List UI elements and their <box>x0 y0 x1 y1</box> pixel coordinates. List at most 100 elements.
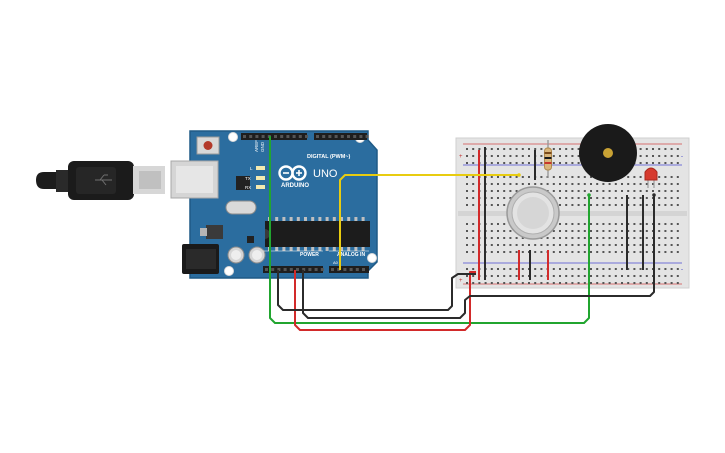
breadboard-hole <box>466 244 468 246</box>
breadboard-hole <box>509 275 512 277</box>
breadboard-hole <box>509 162 512 164</box>
breadboard-hole <box>590 237 592 239</box>
breadboard-hole <box>602 197 605 199</box>
gas-sensor[interactable] <box>506 186 560 240</box>
reset-button-cap[interactable] <box>203 141 213 150</box>
breadboard-hole <box>652 183 654 185</box>
breadboard-hole <box>590 282 592 284</box>
breadboard-hole <box>652 155 654 157</box>
breadboard-hole <box>540 244 543 246</box>
breadboard-hole <box>645 268 648 270</box>
breadboard-hole <box>583 183 586 185</box>
breadboard-hole <box>472 197 475 199</box>
usb-b-socket-inner <box>176 166 213 193</box>
wire-yellow[interactable] <box>339 174 519 270</box>
breadboard-hole <box>627 237 630 239</box>
breadboard-hole <box>503 183 506 185</box>
wire-black-2[interactable] <box>302 195 655 319</box>
breadboard-hole <box>472 176 475 178</box>
breadboard-hole <box>577 204 580 206</box>
breadboard-hole <box>621 223 623 225</box>
breadboard-hole <box>472 244 475 246</box>
led-l <box>256 166 265 170</box>
breadboard-hole <box>602 268 605 270</box>
resistor-band <box>544 162 552 164</box>
breadboard-hole <box>633 237 636 239</box>
header-pin <box>340 135 344 138</box>
breadboard-hole <box>521 237 524 239</box>
breadboard-hole <box>590 197 592 199</box>
breadboard-hole <box>633 176 636 178</box>
mounting-hole <box>228 132 238 142</box>
breadboard-hole <box>552 155 555 157</box>
breadboard-hole <box>670 237 673 239</box>
red-led[interactable] <box>644 167 658 188</box>
usb-cable-strain <box>56 170 68 192</box>
breadboard-hole <box>571 148 574 150</box>
usb-cable[interactable] <box>36 161 165 200</box>
atmega-chip <box>265 217 370 251</box>
header-pin <box>347 135 350 138</box>
breadboard-hole <box>503 155 506 157</box>
resistor[interactable] <box>544 140 552 178</box>
chip-notch <box>265 229 270 239</box>
breadboard-hole <box>664 275 667 277</box>
breadboard-hole <box>478 282 481 284</box>
breadboard-hole <box>658 237 661 239</box>
breadboard-hole <box>559 223 561 225</box>
breadboard-hole <box>596 197 599 199</box>
breadboard-hole <box>565 251 568 253</box>
wire-black[interactable] <box>277 270 476 311</box>
breadboard-hole <box>565 223 568 225</box>
breadboard-hole <box>521 282 524 284</box>
a0-label: A0 <box>333 260 339 265</box>
arduino-logo <box>278 165 307 181</box>
breadboard-hole <box>621 197 623 199</box>
breadboard-hole <box>670 244 673 246</box>
breadboard-hole <box>559 237 561 239</box>
breadboard-hole <box>503 230 506 232</box>
breadboard-hole <box>658 223 661 225</box>
breadboard-hole <box>645 183 648 185</box>
breadboard-hole <box>621 230 623 232</box>
piezo-buzzer[interactable] <box>579 124 637 182</box>
breadboard-hole <box>559 204 561 206</box>
breadboard-hole <box>490 282 493 284</box>
breadboard-hole <box>621 204 623 206</box>
arduino-uno-board[interactable]: L TX RX AREF GND DIGITAL (PWM~) ARDUINO … <box>170 130 378 279</box>
breadboard-hole <box>602 230 605 232</box>
wire-red[interactable] <box>294 270 476 331</box>
breadboard-hole <box>540 148 543 150</box>
breadboard-hole <box>552 230 555 232</box>
breadboard-hole <box>565 176 568 178</box>
breadboard-hole <box>664 268 667 270</box>
breadboard-hole <box>670 268 673 270</box>
wire-green[interactable] <box>269 136 590 324</box>
breadboard-hole <box>515 237 518 239</box>
breadboard-hole <box>565 204 568 206</box>
breadboard-hole <box>621 275 623 277</box>
breadboard-hole <box>540 268 543 270</box>
breadboard-hole <box>676 275 679 277</box>
breadboard-hole <box>503 148 506 150</box>
breadboard-hole <box>565 162 568 164</box>
breadboard-hole <box>509 237 512 239</box>
breadboard-hole <box>639 148 642 150</box>
breadboard-hole <box>664 176 667 178</box>
breadboard-hole <box>559 268 561 270</box>
breadboard-hole <box>571 204 574 206</box>
breadboard-hole <box>614 190 617 192</box>
breadboard-hole <box>472 190 475 192</box>
chip-pin <box>361 217 365 221</box>
breadboard-hole <box>664 244 667 246</box>
capacitor-top <box>231 250 241 260</box>
breadboard-hole <box>583 230 586 232</box>
digital-pin-holes <box>243 135 369 138</box>
breadboard-hole <box>565 230 568 232</box>
breadboard-hole <box>528 176 530 178</box>
breadboard-hole <box>664 251 667 253</box>
header-pin <box>322 135 326 138</box>
breadboard-hole <box>633 268 636 270</box>
header-pin <box>349 268 353 271</box>
breadboard-hole <box>639 282 642 284</box>
